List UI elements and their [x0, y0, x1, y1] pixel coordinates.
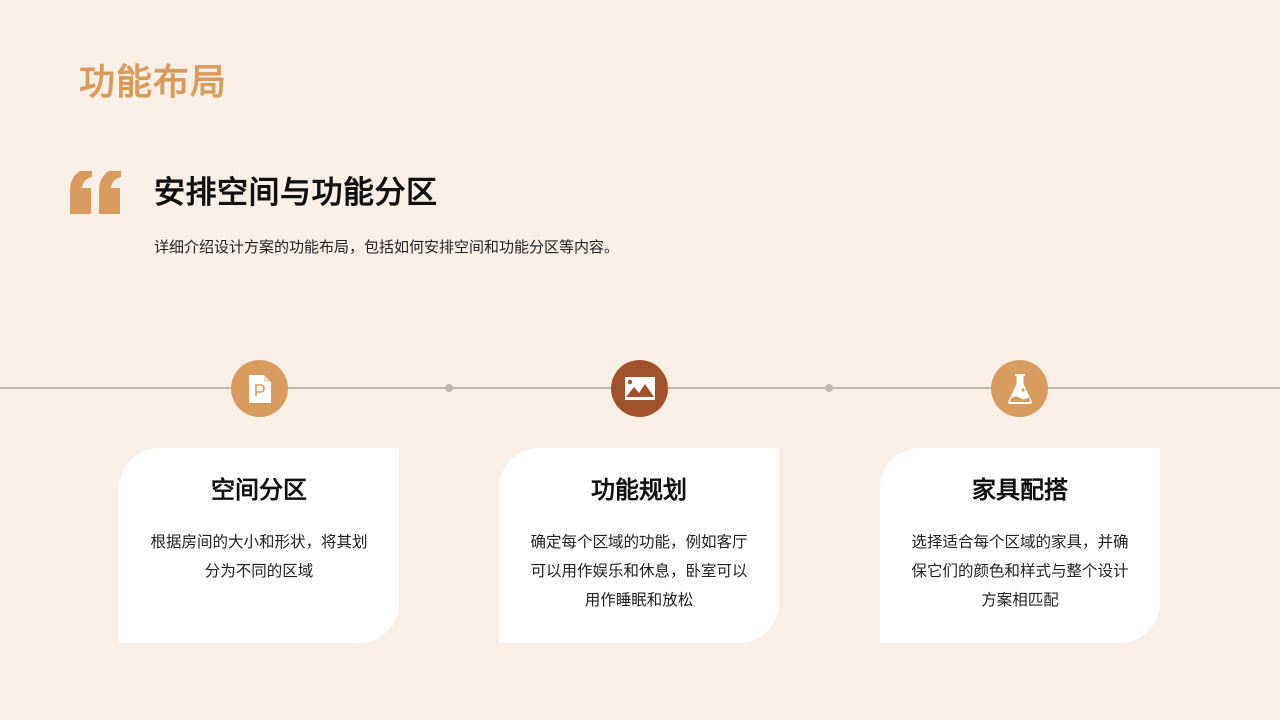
flask-icon: [1007, 373, 1032, 404]
timeline-node-1: [231, 360, 288, 417]
image-icon: [624, 377, 655, 400]
quote-icon: [70, 171, 122, 214]
document-p-icon: [248, 374, 271, 403]
section-description: 详细介绍设计方案的功能布局，包括如何安排空间和功能分区等内容。: [154, 238, 620, 256]
card-title: 功能规划: [591, 476, 687, 504]
card-title: 空间分区: [211, 476, 307, 504]
card-text: 根据房间的大小和形状，将其划分为不同的区域: [150, 533, 368, 580]
card-title: 家具配搭: [972, 476, 1068, 504]
timeline-dot: [825, 384, 833, 392]
timeline-node-2: [611, 360, 668, 417]
card-space-zoning: 空间分区 根据房间的大小和形状，将其划分为不同的区域: [119, 448, 399, 643]
card-function-planning: 功能规划 确定每个区域的功能，例如客厅可以用作娱乐和休息，卧室可以用作睡眠和放松: [499, 448, 779, 643]
card-text: 选择适合每个区域的家具，并确保它们的颜色和样式与整个设计方案相匹配: [911, 533, 1129, 609]
card-text: 确定每个区域的功能，例如客厅可以用作娱乐和休息，卧室可以用作睡眠和放松: [530, 533, 748, 609]
timeline-node-3: [991, 360, 1048, 417]
page-title: 功能布局: [79, 62, 228, 103]
section-headline: 安排空间与功能分区: [154, 175, 438, 211]
card-furniture-matching: 家具配搭 选择适合每个区域的家具，并确保它们的颜色和样式与整个设计方案相匹配: [880, 448, 1160, 643]
timeline-dot: [445, 384, 453, 392]
